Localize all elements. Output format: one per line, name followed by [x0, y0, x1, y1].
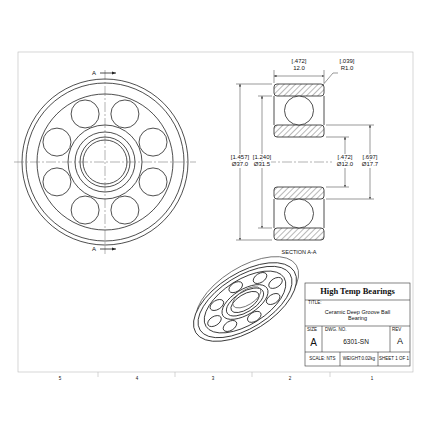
section-letter: A: [92, 246, 96, 253]
zone-number: 4: [136, 377, 139, 382]
inner-ring-section: [274, 125, 324, 137]
field-caption: SIZE: [307, 328, 317, 333]
field-caption: REV: [392, 328, 401, 333]
ball: [221, 318, 238, 334]
sheet-border: [18, 52, 413, 372]
dimension-inch: [.472]: [291, 58, 306, 65]
ball: [206, 313, 223, 329]
ball: [285, 199, 314, 228]
company-name: High Temp Bearings: [320, 287, 395, 296]
dimension-inch: [.039]: [339, 58, 354, 65]
ball: [139, 168, 167, 196]
ball: [43, 168, 71, 196]
dimension-inch: [.697]: [361, 154, 378, 161]
ball: [285, 96, 314, 125]
dimension-inch: [1.457]: [230, 154, 250, 161]
field-caption: TITLE:: [308, 301, 322, 306]
revision-value: A: [397, 337, 403, 347]
dimension-lines: [236, 70, 374, 240]
title-block: [305, 283, 410, 366]
zone-number: 1: [371, 377, 374, 382]
center-lines: [14, 70, 332, 254]
zone-number: 3: [212, 377, 215, 382]
outer-ring-section: [274, 228, 324, 240]
ball: [227, 279, 244, 295]
section-view: [274, 84, 324, 240]
outer-ring-section: [274, 84, 324, 96]
ball: [246, 309, 263, 325]
ball: [208, 297, 225, 313]
ball: [264, 291, 281, 307]
ball: [251, 270, 268, 286]
dimension-inch: [.472]: [336, 154, 353, 161]
zone-number: 2: [289, 377, 292, 382]
dimension-inch: [1.240]: [252, 154, 272, 161]
dimension-mm: 12.0: [293, 65, 305, 72]
dimension-mm: Ø31.5: [253, 161, 271, 168]
ball: [71, 196, 99, 224]
dimension-mm: Ø17.7: [361, 161, 379, 168]
ball: [267, 275, 284, 291]
sheet-note: SHEET 1 OF 1: [379, 357, 409, 362]
section-arrows: [100, 73, 116, 249]
ball: [71, 100, 99, 128]
section-letter: A: [92, 70, 96, 77]
scale-note: SCALE: NTS: [309, 357, 335, 362]
ball: [111, 100, 139, 128]
view-label: SECTION A-A: [282, 249, 317, 255]
weight-note: WEIGHT:0.02kg: [343, 357, 375, 362]
size-value: A: [310, 337, 317, 348]
isometric-view: [178, 241, 313, 358]
dimension-mm: Ø37.0: [231, 161, 249, 168]
ball: [139, 128, 167, 156]
part-title: Ceramic Deep Groove Ball Bearing: [318, 309, 398, 321]
ball: [43, 128, 71, 156]
field-caption: DWG. NO.: [325, 328, 347, 333]
dimension-mm: R1.0: [341, 65, 354, 72]
drawing-number: 6301-SN: [343, 338, 369, 345]
zone-number: 5: [59, 377, 62, 382]
ball: [111, 196, 139, 224]
dimension-mm: Ø12.0: [336, 161, 354, 168]
inner-ring-section: [274, 187, 324, 199]
